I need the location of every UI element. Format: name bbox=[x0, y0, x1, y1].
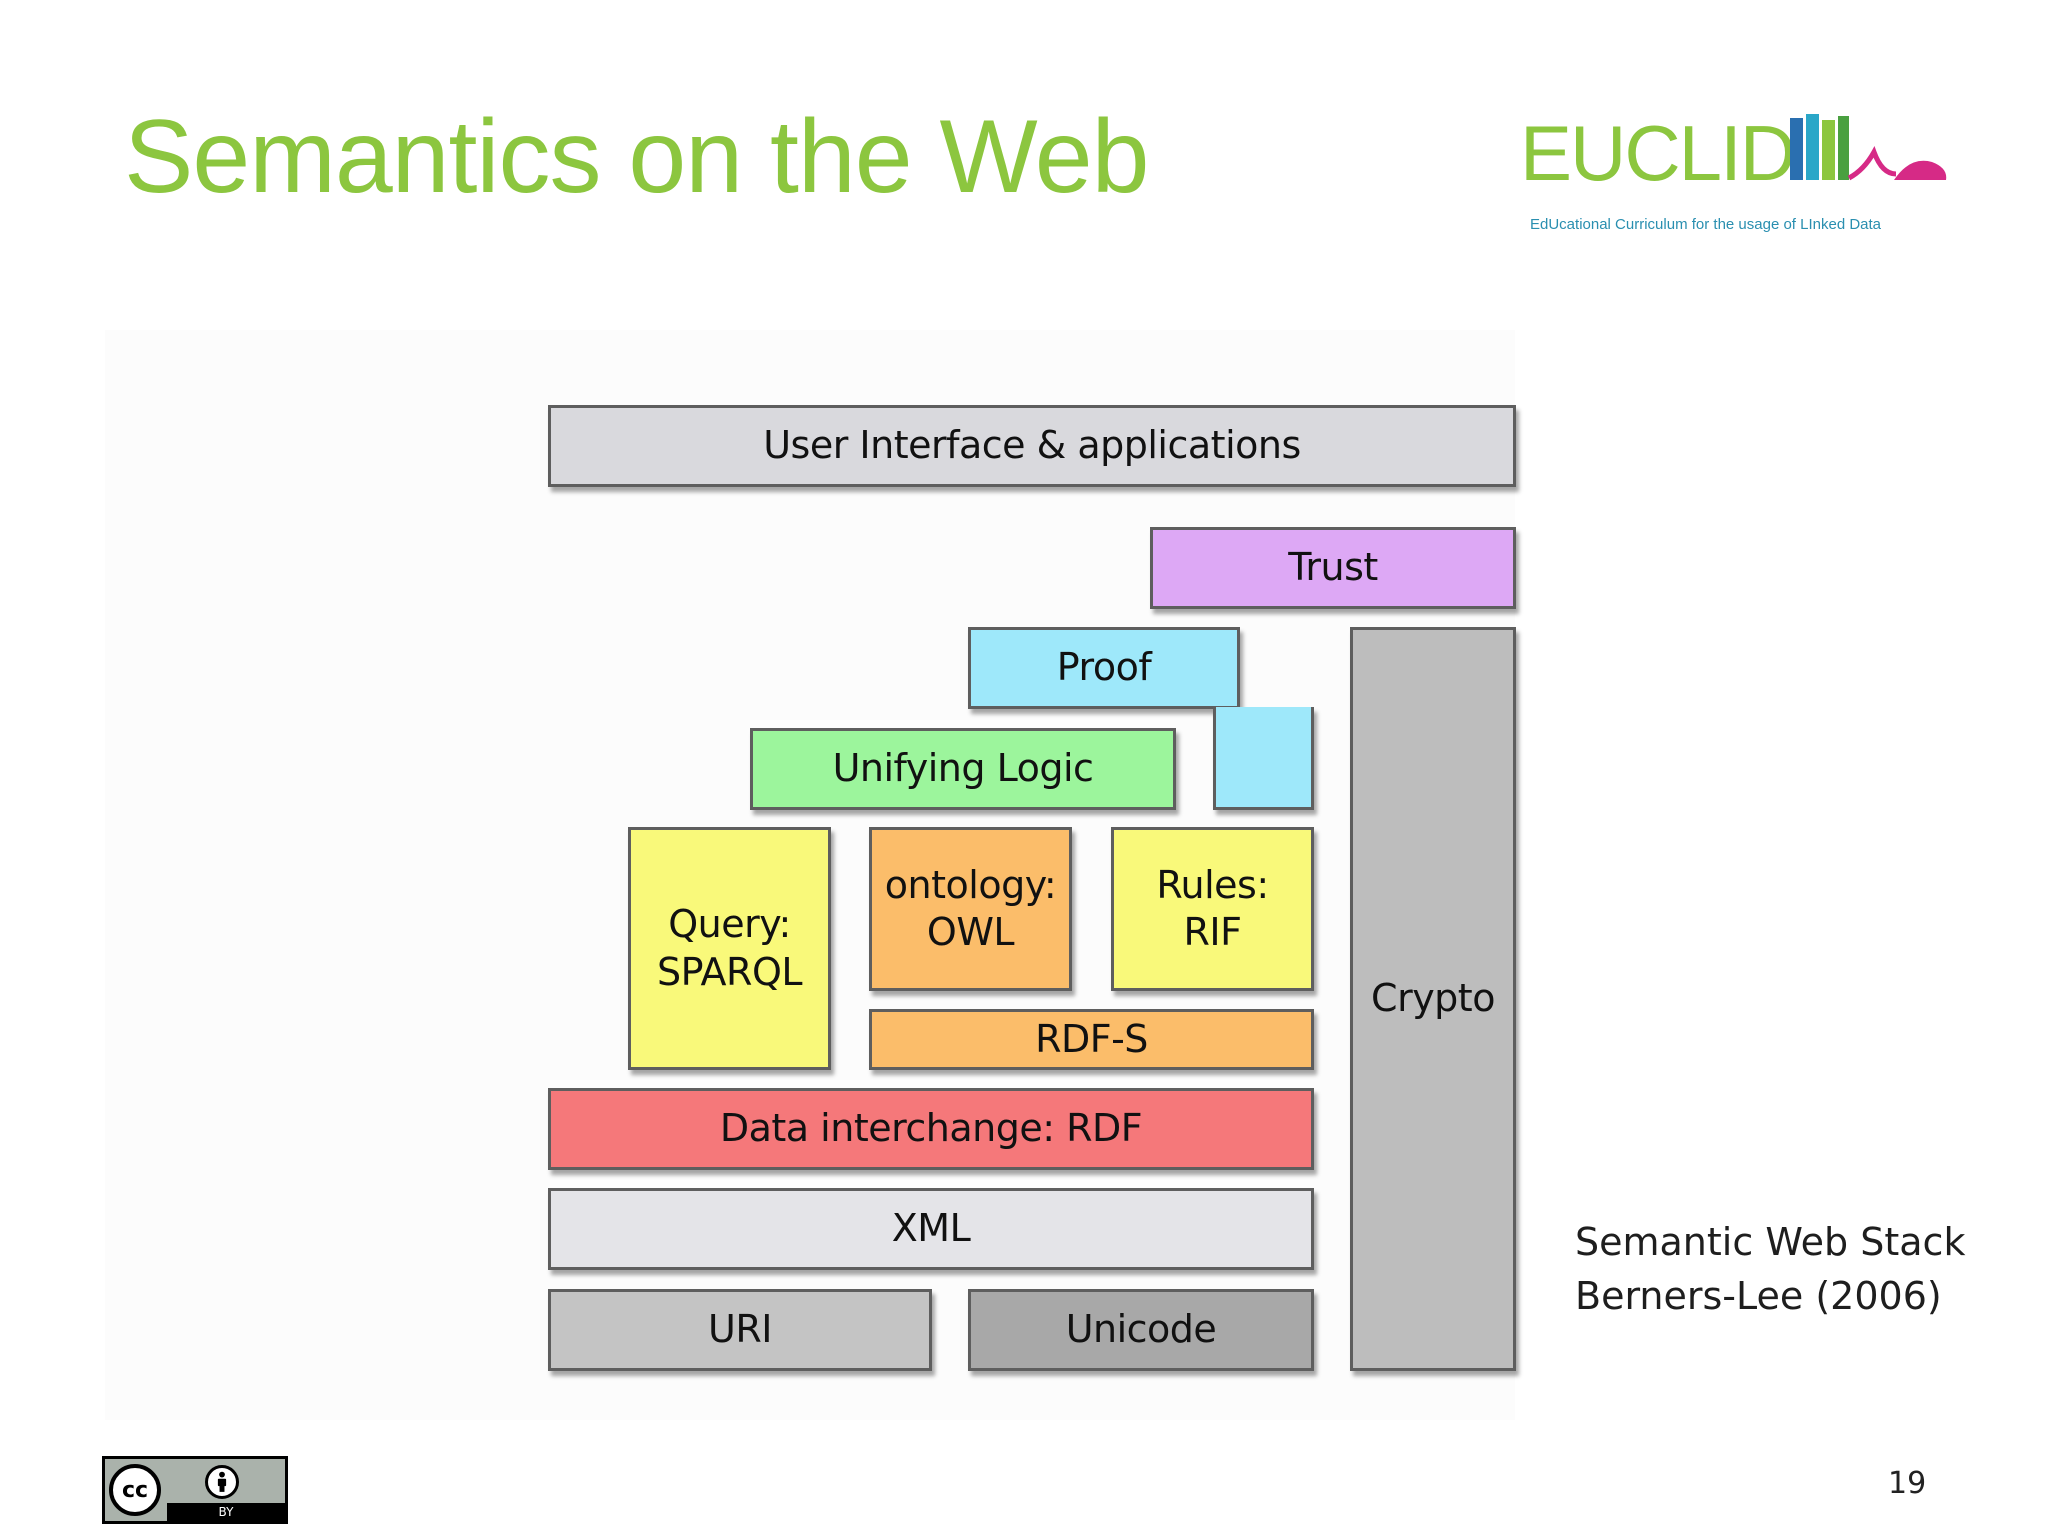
creative-commons-license-badge[interactable]: cc BY bbox=[102, 1456, 288, 1524]
layer-proof: Proof bbox=[968, 627, 1240, 709]
layer-owl-label: OWL bbox=[926, 910, 1015, 954]
page-number: 19 bbox=[1888, 1466, 1927, 1501]
layer-unifying-logic: Unifying Logic bbox=[750, 728, 1176, 810]
layer-query-sparql: Query: SPARQL bbox=[628, 827, 831, 1070]
layer-rules-rif: Rules: RIF bbox=[1111, 827, 1314, 991]
attribution-person-icon bbox=[205, 1465, 239, 1499]
layer-query-label: Query: bbox=[668, 902, 791, 946]
layer-rdfs-label: RDF-S bbox=[1035, 1016, 1148, 1061]
layer-crypto-label: Crypto bbox=[1371, 976, 1495, 1021]
layer-proof-label: Proof bbox=[1056, 645, 1152, 690]
layer-trust-label: Trust bbox=[1288, 545, 1378, 590]
caption-title: Semantic Web Stack bbox=[1575, 1220, 1966, 1264]
layer-rdf: Data interchange: RDF bbox=[548, 1088, 1314, 1170]
layer-uri: URI bbox=[548, 1289, 932, 1371]
layer-sparql-label: SPARQL bbox=[656, 949, 803, 994]
books-mouse-icon bbox=[1790, 114, 1947, 181]
layer-uri-label: URI bbox=[708, 1307, 772, 1352]
cc-icon: cc bbox=[109, 1464, 161, 1516]
layer-ontology-owl: ontology: OWL bbox=[869, 827, 1072, 991]
logo-wordmark: EUCLID bbox=[1520, 109, 1796, 197]
layer-rules-label: Rules: bbox=[1156, 862, 1269, 907]
euclid-logo: EUCLID EdUcational Curriculum for the us… bbox=[1520, 108, 1950, 240]
layer-user-interface-label: User Interface & applications bbox=[763, 423, 1301, 468]
layer-ontology-label: ontology: bbox=[884, 862, 1057, 907]
layer-proof-extension bbox=[1213, 707, 1314, 810]
layer-unifying-logic-label: Unifying Logic bbox=[832, 746, 1094, 791]
cc-by-label: BY bbox=[167, 1503, 285, 1521]
diagram-caption: Semantic Web Stack Berners-Lee (2006) bbox=[1575, 1215, 1965, 1323]
caption-source: Berners-Lee (2006) bbox=[1575, 1274, 1942, 1318]
layer-xml: XML bbox=[548, 1188, 1314, 1270]
layer-rif-label: RIF bbox=[1183, 910, 1242, 954]
layer-xml-label: XML bbox=[891, 1206, 971, 1251]
layer-crypto: Crypto bbox=[1350, 627, 1516, 1371]
layer-user-interface: User Interface & applications bbox=[548, 405, 1516, 487]
layer-unicode: Unicode bbox=[968, 1289, 1314, 1371]
semantic-web-stack-diagram: User Interface & applications Trust Proo… bbox=[105, 330, 1516, 1420]
layer-rdfs: RDF-S bbox=[869, 1009, 1314, 1070]
layer-rdf-label: Data interchange: RDF bbox=[719, 1106, 1143, 1151]
layer-unicode-label: Unicode bbox=[1065, 1307, 1217, 1352]
logo-tagline: EdUcational Curriculum for the usage of … bbox=[1530, 216, 1882, 233]
layer-trust: Trust bbox=[1150, 527, 1516, 609]
slide-title: Semantics on the Web bbox=[124, 99, 1149, 215]
